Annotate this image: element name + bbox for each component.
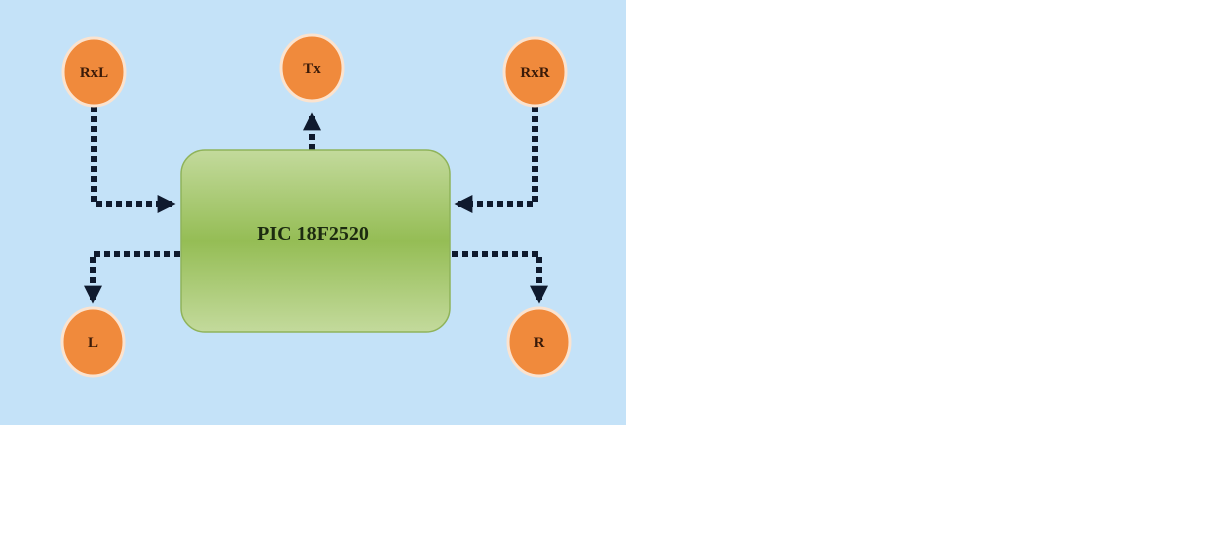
connector-rxr-to-chip [454, 106, 538, 213]
node-r: R [506, 306, 572, 378]
connector-rxl-to-chip [91, 106, 176, 213]
node-l-label: L [88, 335, 98, 351]
node-tx-label: Tx [303, 61, 321, 77]
node-rxr: RxR [502, 36, 568, 108]
chip-label: PIC 18F2520 [257, 223, 369, 245]
node-rxr-label: RxR [520, 65, 549, 81]
node-rxl: RxL [61, 36, 127, 108]
block-diagram: PIC 18F2520 RxL Tx RxR L R [0, 0, 626, 425]
chip-block: PIC 18F2520 [180, 149, 451, 333]
node-r-label: R [534, 335, 545, 351]
node-l: L [60, 306, 126, 378]
node-tx: Tx [279, 33, 345, 103]
node-rxl-label: RxL [80, 65, 108, 81]
